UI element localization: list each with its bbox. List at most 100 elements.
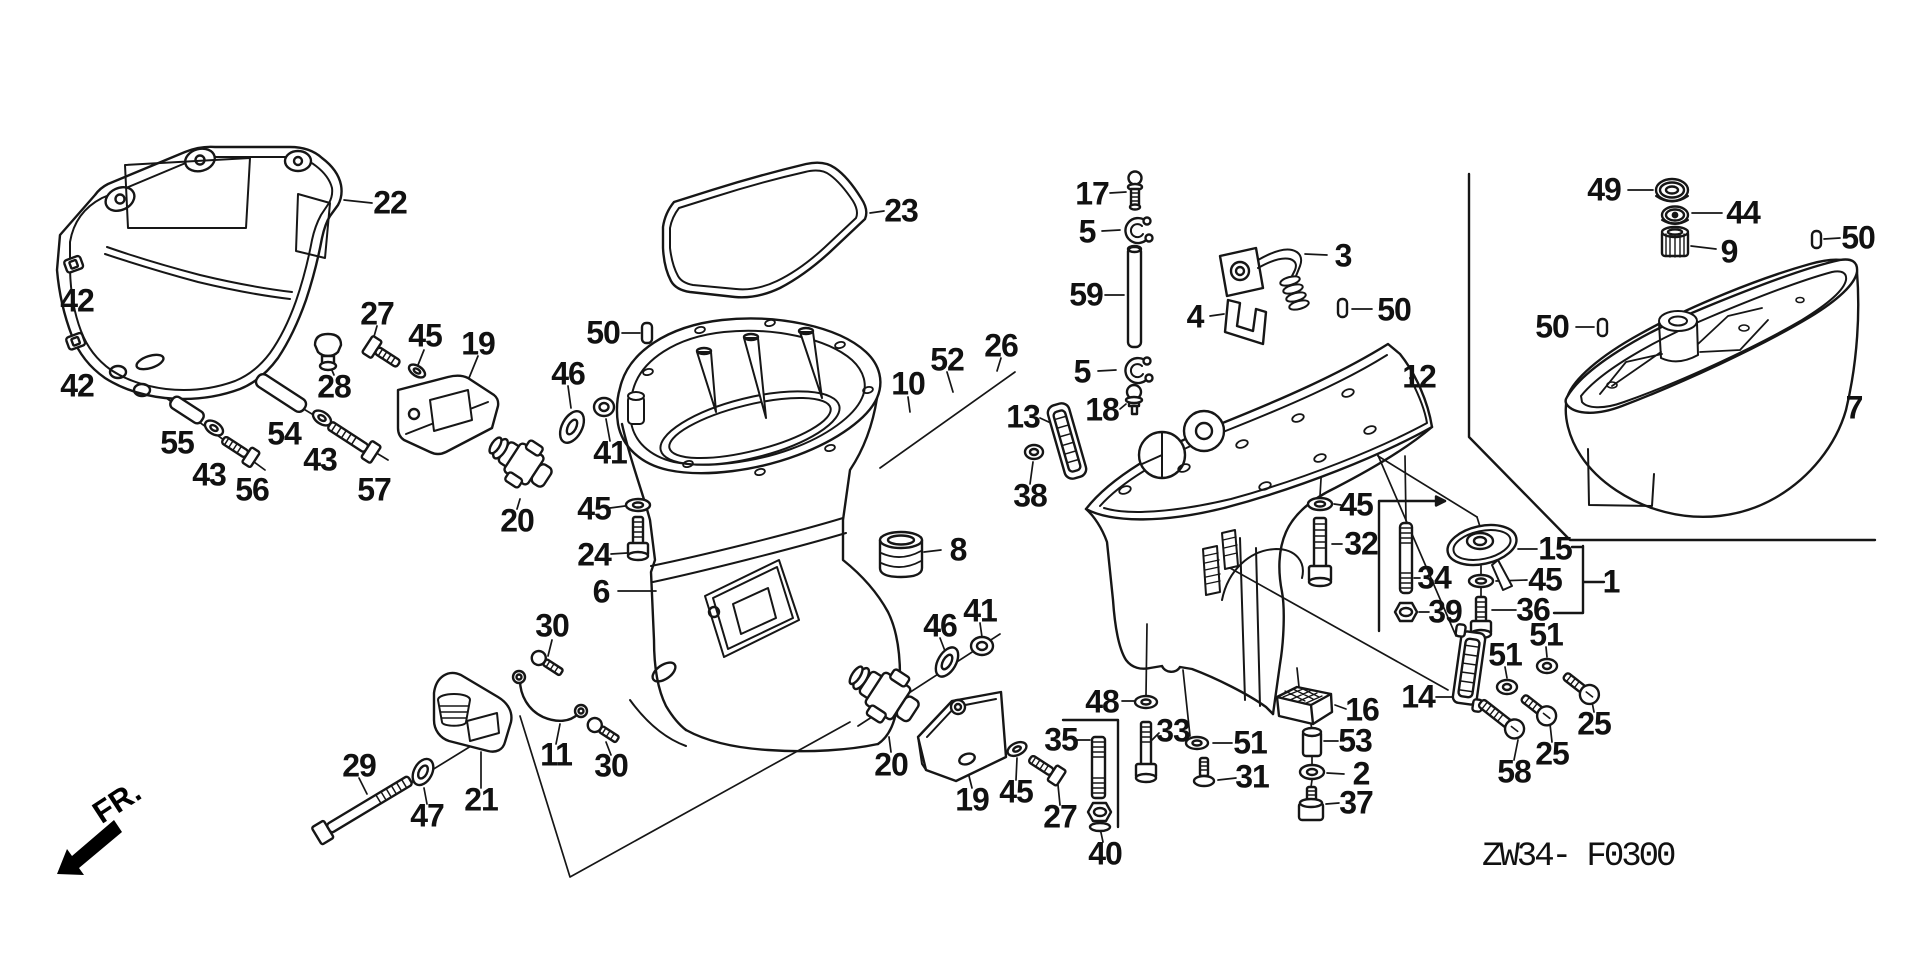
part-label-14-67: 14 xyxy=(1401,678,1436,715)
part-label-27-3: 27 xyxy=(360,295,395,332)
part-label-46-25: 46 xyxy=(551,355,586,392)
stud-35-nut-40 xyxy=(1061,718,1120,833)
part-label-45-59: 45 xyxy=(1528,561,1563,598)
washer-45c-bolt-27b xyxy=(1006,740,1067,787)
part-label-20-13: 20 xyxy=(500,502,535,539)
skeg-tray-7 xyxy=(1564,258,1860,519)
part-label-35-44: 35 xyxy=(1044,721,1079,758)
part-label-18-31: 18 xyxy=(1085,391,1120,428)
mount-case-22 xyxy=(55,145,343,401)
part-label-27-43: 27 xyxy=(1043,798,1078,835)
part-label-16-68: 16 xyxy=(1345,691,1380,728)
left-fasteners xyxy=(169,332,427,469)
part-label-51-63: 51 xyxy=(1488,636,1523,673)
part-label-15-58: 15 xyxy=(1538,530,1573,567)
fr-arrow xyxy=(57,820,122,875)
part-label-50-52: 50 xyxy=(1377,291,1412,328)
part-label-28-6: 28 xyxy=(317,368,352,405)
part-label-19-41: 19 xyxy=(955,781,990,818)
part-label-55-7: 55 xyxy=(160,424,195,461)
side-plate-19b xyxy=(916,690,1008,783)
part-label-54-8: 54 xyxy=(267,415,302,452)
part-label-56-10: 56 xyxy=(235,471,270,508)
part-label-17-33: 17 xyxy=(1075,175,1110,212)
part-label-31-49: 31 xyxy=(1235,758,1270,795)
bolt-24 xyxy=(626,515,650,562)
part-label-43-11: 43 xyxy=(303,441,338,478)
part-label-45-42: 45 xyxy=(999,773,1034,810)
part-label-22-0: 22 xyxy=(373,184,408,221)
bearing-9 xyxy=(1660,225,1690,258)
part-label-53-69: 53 xyxy=(1338,722,1373,759)
grommet-28 xyxy=(313,332,343,372)
clip-nuts-42 xyxy=(63,254,87,351)
part-label-34-56: 34 xyxy=(1417,559,1452,596)
part-label-59-34: 59 xyxy=(1069,276,1104,313)
part-label-21-20: 21 xyxy=(464,781,499,818)
part-label-20-40: 20 xyxy=(874,746,909,783)
part-label-39-57: 39 xyxy=(1428,593,1463,630)
part-label-1-61: 1 xyxy=(1602,563,1621,600)
part-label-57-12: 57 xyxy=(357,471,392,508)
part-label-13-30: 13 xyxy=(1006,398,1041,435)
part-label-45-54: 45 xyxy=(1339,486,1374,523)
clip-5b xyxy=(1124,356,1154,385)
part-label-8-37: 8 xyxy=(949,531,968,568)
bolt-27a xyxy=(361,335,401,368)
screws-30-cable-11 xyxy=(511,649,620,744)
part-label-49-72: 49 xyxy=(1587,171,1622,208)
part-label-37-71: 37 xyxy=(1339,784,1374,821)
washer-48-bolt-33 xyxy=(1133,694,1216,788)
part-label-50-76: 50 xyxy=(1535,308,1570,345)
part-label-9-74: 9 xyxy=(1720,233,1739,270)
part-label-44-73: 44 xyxy=(1726,194,1761,231)
part-label-30-17: 30 xyxy=(535,607,570,644)
part-label-45-14: 45 xyxy=(577,490,612,527)
gearcase-small-parts xyxy=(1023,170,1154,480)
water-tube-3-clamp-4 xyxy=(1218,246,1349,346)
spring-8 xyxy=(878,530,924,579)
part-label-38-36: 38 xyxy=(1013,477,1048,514)
part-label-29-18: 29 xyxy=(342,747,377,784)
part-label-52-28: 52 xyxy=(930,341,965,378)
part-label-25-65: 25 xyxy=(1535,735,1570,772)
prop-shaft-parts xyxy=(1306,495,1606,640)
part-label-10-27: 10 xyxy=(891,365,926,402)
clip-5a xyxy=(1124,216,1154,245)
case6-fasteners xyxy=(558,321,654,562)
part-label-46-38: 46 xyxy=(923,607,958,644)
part-label-50-24: 50 xyxy=(586,314,621,351)
part-label-41-26: 41 xyxy=(593,434,628,471)
part-label-2-70: 2 xyxy=(1352,755,1371,792)
bolt-17 xyxy=(1126,170,1144,211)
part-label-50-75: 50 xyxy=(1841,219,1876,256)
part-label-5-35: 5 xyxy=(1073,353,1092,390)
anode-rack-14 xyxy=(1451,623,1601,740)
part-label-12-53: 12 xyxy=(1402,358,1437,395)
universal-joint-20b xyxy=(848,635,995,724)
part-label-47-19: 47 xyxy=(410,797,445,834)
part-label-58-66: 58 xyxy=(1497,753,1532,790)
bolt-29-washer-47-bracket-21 xyxy=(311,671,513,846)
part-label-51-48: 51 xyxy=(1233,724,1268,761)
part-label-41-39: 41 xyxy=(963,592,998,629)
gear-case-12 xyxy=(1084,342,1434,716)
part-label-42-1: 42 xyxy=(60,282,95,319)
inset-border xyxy=(1467,172,1877,542)
part-label-4-51: 4 xyxy=(1186,298,1205,335)
part-label-3-50: 3 xyxy=(1334,237,1353,274)
part-label-19-5: 19 xyxy=(461,325,496,362)
fitting-18 xyxy=(1124,383,1144,416)
inset-small-parts xyxy=(1596,177,1823,338)
part-label-11-21: 11 xyxy=(540,736,573,773)
mount-rubber-parts xyxy=(1275,667,1334,822)
part-label-23-23: 23 xyxy=(884,192,919,229)
part-label-33-47: 33 xyxy=(1156,712,1191,749)
part-label-32-55: 32 xyxy=(1344,525,1379,562)
part-label-45-4: 45 xyxy=(408,317,443,354)
part-label-6-16: 6 xyxy=(592,573,611,610)
figure-code: ZW34- F0300 xyxy=(1482,838,1676,876)
part-label-43-9: 43 xyxy=(192,456,227,493)
